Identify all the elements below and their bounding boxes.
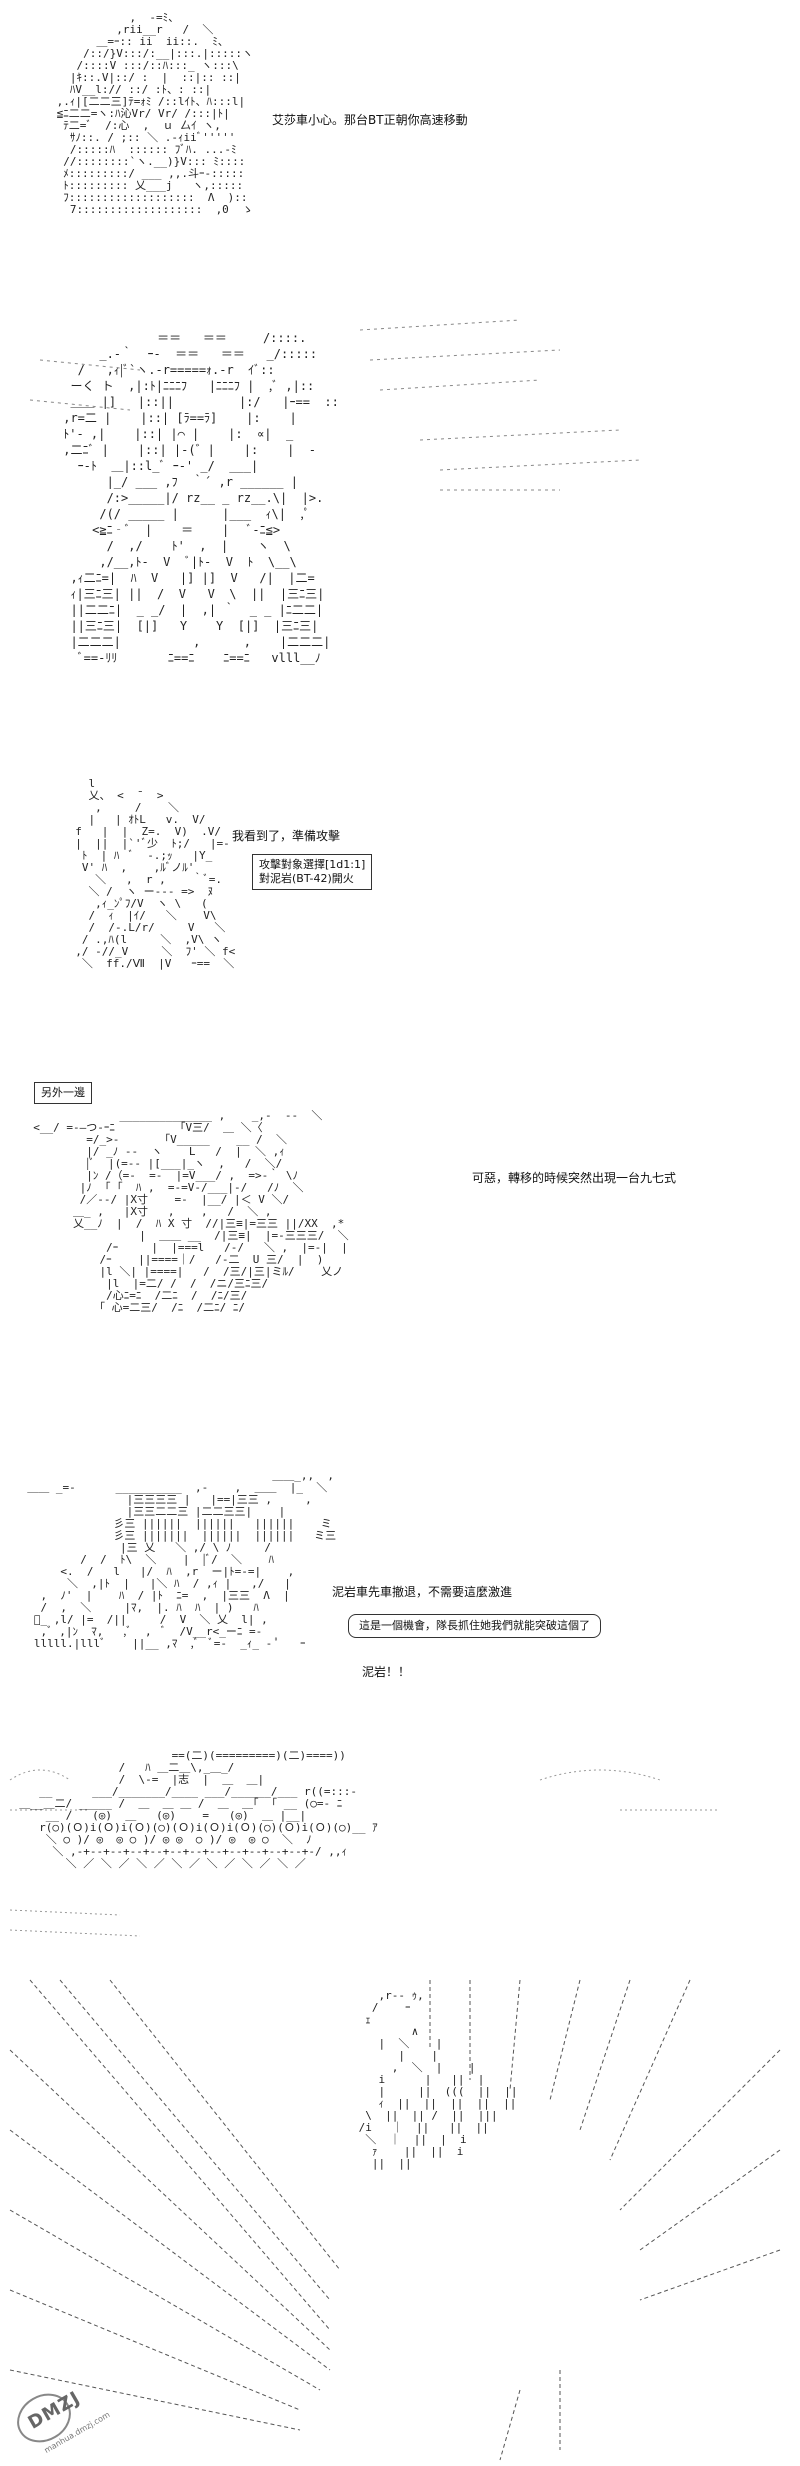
ascii-art-character: l 乂、 < ¯ > , / ＼ | | ｵﾄL v. V/ f | | Z=.… xyxy=(75,777,236,970)
ascii-art-tank-side: ==(二)(=========)(二)====)) / ﾊ ＿二＿\,_＿_/ … xyxy=(19,1749,378,1870)
target-line-1: 攻擊對象選擇[1d1:1] xyxy=(259,858,366,871)
speech-text: 艾莎車小心。那台BT正朝你高速移動 xyxy=(272,113,468,127)
watermark-logo-icon xyxy=(17,2393,71,2443)
speech-text: 可惡，轉移的時候突然出現一台九七式 xyxy=(472,1171,677,1185)
ascii-art-tank-battle: ______________ , _,- ‐‐ ＼ <__/ =-―つ‐ｰﾆ 「… xyxy=(33,1109,349,1314)
target-select-box: 攻擊對象選擇[1d1:1] 對泥岩(BT-42)開火 xyxy=(252,854,373,890)
speed-lines xyxy=(29,319,641,491)
panel-1: , -=ﾐ、 ,rii__r / ＼ ＿=ｰ:: ii ii::. ﾐ、 /::… xyxy=(0,0,800,300)
ascii-art-character: , -=ﾐ、 ,rii__r / ＼ ＿=ｰ:: ii ii::. ﾐ、 /::… xyxy=(56,11,254,216)
panel-6: ==(二)(=========)(二)====)) / ﾊ ＿二＿\,_＿_/ … xyxy=(0,1740,800,1970)
panel-7: ,r‐‐ ｩ, / ｰ ｪ ∧ | ＼ | | | , ＼ | | i xyxy=(0,1970,800,2466)
panel-3: l 乂、 < ¯ > , / ＼ | | ｵﾄL v. V/ f | | Z=.… xyxy=(0,760,800,1080)
panel-2: ＝＝ ＝＝ /::::. _.-｀ ｰ- ＝＝ ＝＝ _/::::: / ,ｨ|… xyxy=(0,300,800,760)
panel-5: ＿＿_,, , ＿＿ _=‐ __________ ,‐ , ＿＿ |_ ＼ |… xyxy=(0,1460,800,1740)
speech-text-1: 泥岩車先車撤退，不需要這麼激進 xyxy=(332,1585,513,1599)
motion-dust xyxy=(9,1769,720,1937)
ascii-art-tank: ＿＿_,, , ＿＿ _=‐ __________ ,‐ , ＿＿ |_ ＼ |… xyxy=(27,1469,337,1650)
ascii-art-robot: ＝＝ ＝＝ /::::. _.-｀ ｰ- ＝＝ ＝＝ _/::::: / ,ｨ|… xyxy=(63,331,339,665)
target-line-2: 對泥岩(BT-42)開火 xyxy=(259,872,354,885)
speech-text-3: 泥岩！！ xyxy=(362,1665,411,1679)
panel-4: 另外一邊 ______________ , _,- ‐‐ ＼ <__/ =-―つ… xyxy=(0,1080,800,1460)
ascii-art-impact: ,r‐‐ ｩ, / ｰ ｪ ∧ | ＼ | | | , ＼ | | i xyxy=(358,1989,518,2170)
speech-text: 我看到了，準備攻擊 xyxy=(232,829,341,843)
speech-bubble: 這是一個機會，隊長抓住她我們就能突破這個了 xyxy=(348,1614,601,1638)
explosion-speed-lines xyxy=(9,1979,781,2461)
scene-label-box: 另外一邊 xyxy=(34,1082,92,1104)
